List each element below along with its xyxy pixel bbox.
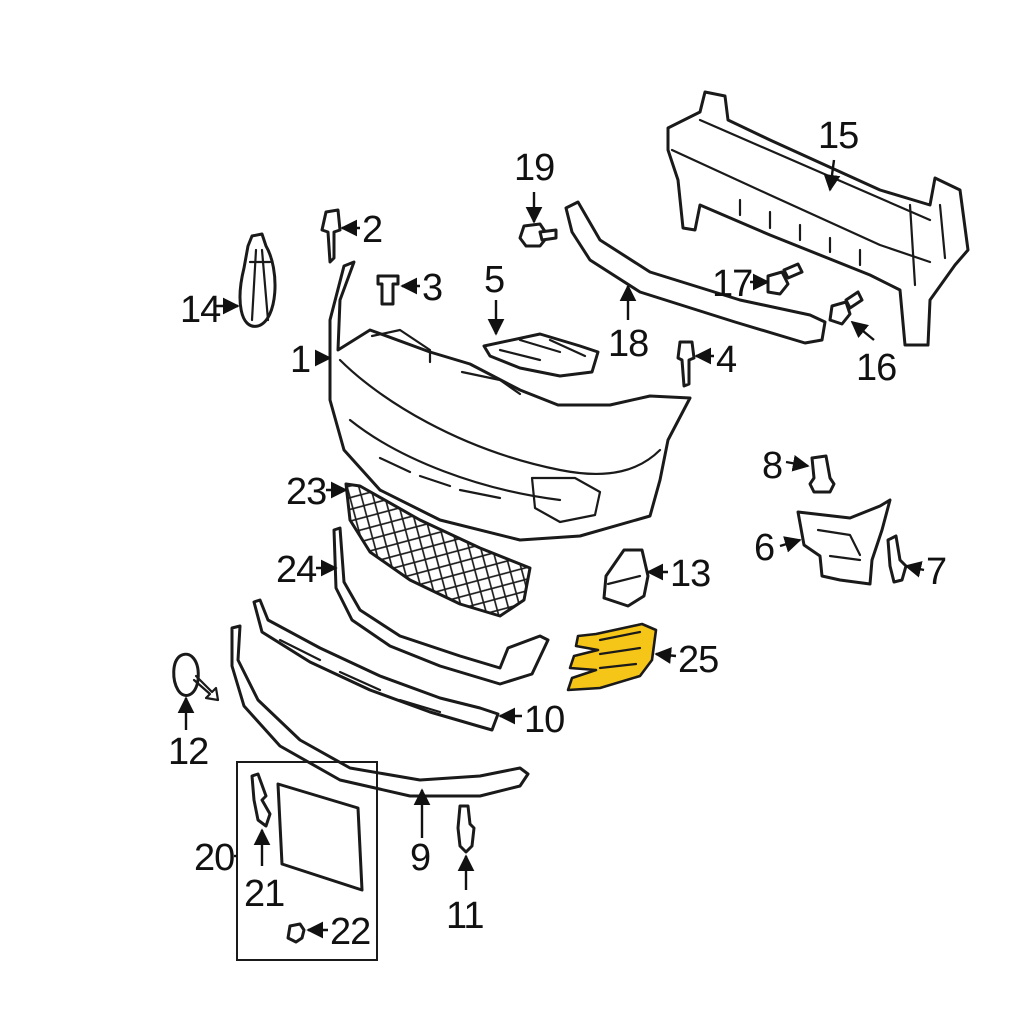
part-20-license-bracket-group bbox=[236, 761, 378, 961]
part-15-reinforcement-beam bbox=[666, 90, 970, 347]
part-17-bolt bbox=[766, 262, 804, 296]
callout-19: 19 bbox=[514, 147, 554, 189]
callout-25: 25 bbox=[678, 639, 718, 681]
part-12-tow-cap bbox=[172, 652, 220, 702]
part-18-upper-absorber bbox=[564, 200, 827, 345]
part-6-side-bracket bbox=[796, 498, 892, 586]
part-24-grille-frame bbox=[332, 526, 550, 686]
part-19-bolt bbox=[518, 222, 558, 248]
callout-2: 2 bbox=[362, 209, 382, 251]
callout-1: 1 bbox=[290, 339, 310, 381]
part-4-clip bbox=[676, 340, 696, 388]
callout-8: 8 bbox=[762, 445, 782, 487]
callout-20: 20 bbox=[194, 837, 234, 879]
callout-13: 13 bbox=[670, 553, 710, 595]
leader-lines bbox=[177, 159, 925, 939]
callout-3: 3 bbox=[422, 267, 442, 309]
callout-24: 24 bbox=[276, 549, 317, 591]
part-7-screw bbox=[886, 534, 908, 584]
callout-10: 10 bbox=[524, 699, 564, 741]
callout-7: 7 bbox=[926, 551, 946, 593]
part-16-bolt bbox=[828, 290, 864, 326]
callout-14: 14 bbox=[180, 289, 221, 331]
part-8-screw bbox=[808, 454, 836, 494]
callout-labels: 1 2 3 4 5 6 7 8 9 10 11 12 13 14 15 16 1… bbox=[168, 115, 947, 953]
callout-6: 6 bbox=[754, 527, 774, 569]
part-10-lower-trim bbox=[252, 598, 500, 732]
part-9-lower-spoiler bbox=[230, 624, 530, 798]
callout-18: 18 bbox=[608, 323, 648, 365]
callout-5: 5 bbox=[484, 259, 504, 301]
callout-16: 16 bbox=[856, 347, 896, 389]
part-23-lower-grille bbox=[344, 482, 532, 618]
part-13-cover-cap bbox=[602, 548, 650, 608]
part-14-cover-bag bbox=[238, 232, 277, 328]
part-25-fog-lamp-trim bbox=[566, 622, 658, 692]
part-5-center-bracket bbox=[482, 332, 600, 378]
callout-21: 21 bbox=[244, 873, 284, 915]
part-11-screw bbox=[456, 804, 476, 854]
callout-12: 12 bbox=[168, 731, 208, 773]
callout-22: 22 bbox=[330, 911, 370, 953]
callout-17: 17 bbox=[712, 263, 752, 305]
callout-15: 15 bbox=[818, 115, 858, 157]
part-3-bolt bbox=[376, 274, 400, 306]
part-2-clip bbox=[320, 208, 342, 264]
callout-23: 23 bbox=[286, 471, 326, 513]
callout-4: 4 bbox=[716, 339, 737, 381]
callout-11: 11 bbox=[446, 895, 483, 937]
part-1-bumper-cover bbox=[328, 260, 692, 542]
callout-9: 9 bbox=[410, 837, 430, 879]
